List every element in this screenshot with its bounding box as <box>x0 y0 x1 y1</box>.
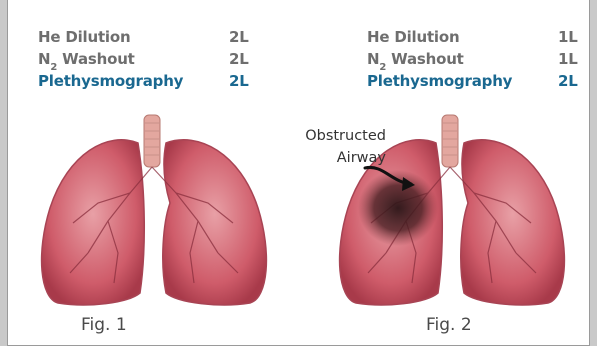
fig2-right-lung <box>461 140 565 305</box>
fig2-plethysmography-label: Plethysmography <box>367 70 512 92</box>
fig1-n2-label-main: N <box>38 50 50 68</box>
fig1-he-dilution-value: 2L <box>229 26 249 48</box>
fig2-he-dilution-label: He Dilution <box>367 26 459 48</box>
fig2-volume-table: He Dilution 1L N2 Washout 1L Plethysmogr… <box>367 26 587 92</box>
fig2-n2-label-after: Washout <box>386 50 464 68</box>
fig2-he-dilution-value: 1L <box>558 26 578 48</box>
fig2-n2-washout-value: 1L <box>558 48 578 70</box>
diagram-panel: He Dilution 2L N2 Washout 2L Plethysmogr… <box>7 0 590 346</box>
fig1-n2-washout-value: 2L <box>229 48 249 70</box>
fig2-n2-label-main: N <box>367 50 379 68</box>
fig1-caption: Fig. 1 <box>81 315 127 335</box>
fig1-row-n2-washout: N2 Washout 2L <box>38 48 258 70</box>
fig1-row-plethysmography: Plethysmography 2L <box>38 70 258 92</box>
fig1-right-lung <box>163 140 267 305</box>
fig1-lungs-illustration <box>18 113 288 313</box>
fig1-row-he-dilution: He Dilution 2L <box>38 26 258 48</box>
fig1-volume-table: He Dilution 2L N2 Washout 2L Plethysmogr… <box>38 26 258 92</box>
fig1-n2-label-after: Washout <box>57 50 135 68</box>
callout-arrow-icon <box>363 160 423 200</box>
fig1-plethysmography-value: 2L <box>229 70 249 92</box>
fig2-row-plethysmography: Plethysmography 2L <box>367 70 587 92</box>
fig2-row-he-dilution: He Dilution 1L <box>367 26 587 48</box>
fig2-plethysmography-value: 2L <box>558 70 578 92</box>
callout-line-1: Obstructed <box>268 125 386 147</box>
fig1-left-lung <box>42 140 145 305</box>
fig1-plethysmography-label: Plethysmography <box>38 70 183 92</box>
fig1-he-dilution-label: He Dilution <box>38 26 130 48</box>
fig2-caption: Fig. 2 <box>426 315 472 335</box>
fig2-row-n2-washout: N2 Washout 1L <box>367 48 587 70</box>
